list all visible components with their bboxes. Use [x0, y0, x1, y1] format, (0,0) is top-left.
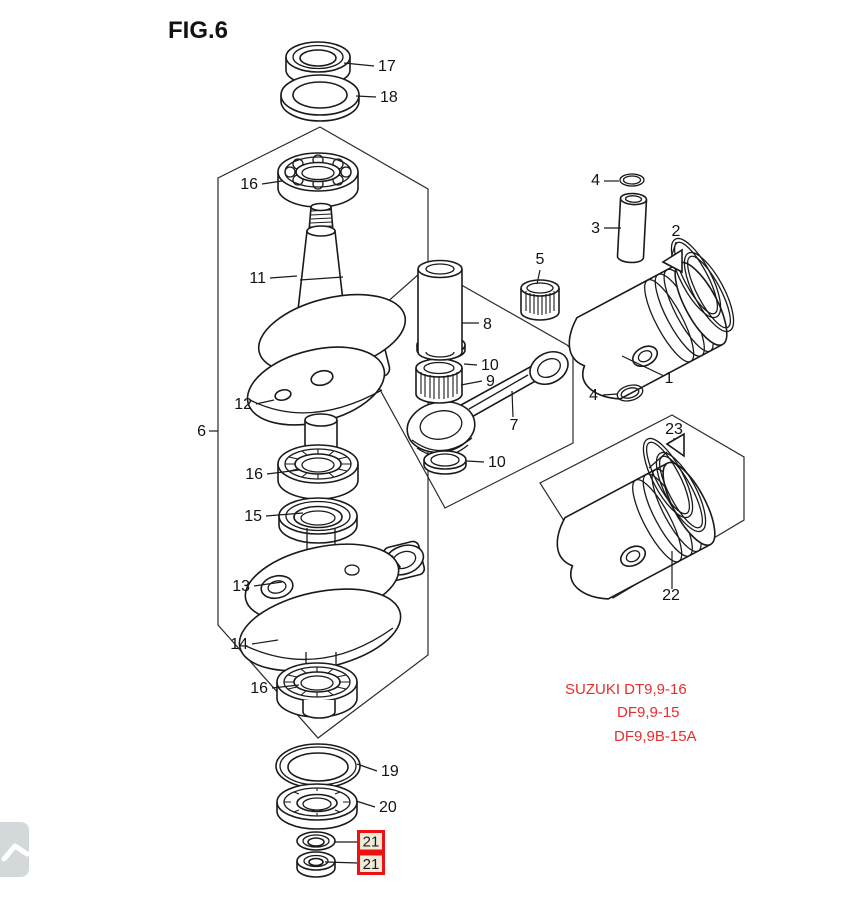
part-3-piston-pin-drawing	[616, 192, 648, 264]
leader-16a	[261, 180, 283, 185]
model-line-1: SUZUKI DT9,9-16	[565, 681, 687, 698]
part-4-circlip-lower-drawing	[616, 384, 644, 402]
part-labels: 17 18 16 11 12 6 16 15 13 14 16 19 20 4 …	[197, 58, 683, 816]
leader-16c	[271, 684, 300, 689]
part-label-11: 11	[249, 270, 266, 287]
part-label-18: 18	[380, 89, 398, 106]
pointer-flag-23	[665, 432, 685, 458]
part-label-7: 7	[510, 417, 519, 434]
part-12-crank-web-drawing	[246, 293, 407, 459]
highlight-box-21-upper[interactable]: 21	[357, 830, 385, 853]
part-label-12: 12	[234, 396, 252, 413]
part-label-22: 22	[662, 587, 680, 604]
part-2-piston-rings-drawing	[670, 237, 735, 333]
part-10-washer-lower-drawing	[423, 450, 467, 475]
part-16-middle-bearing-drawing	[277, 444, 359, 500]
figure-title: FIG.6	[168, 17, 228, 44]
part-label-21a[interactable]: 21	[363, 834, 380, 851]
part-label-17: 17	[378, 58, 396, 75]
part-label-16a: 16	[240, 176, 258, 193]
leader-23-tail	[648, 451, 668, 469]
part-14-crank-web-drawing	[238, 588, 402, 672]
leader-18	[355, 95, 377, 98]
part-4-circlip-upper-drawing	[619, 173, 645, 187]
leader-13	[253, 581, 283, 587]
part-21-seal-lower-drawing	[296, 851, 336, 878]
part-15-bearing-ring-drawing	[278, 497, 358, 544]
part-9-needle-cage-drawing	[415, 358, 463, 404]
leader-5	[536, 269, 541, 285]
leader-12	[255, 399, 275, 405]
part-label-8: 8	[483, 316, 492, 333]
leader-lines	[209, 62, 685, 864]
model-line-2: DF9,9-15	[617, 704, 680, 721]
pointer-flag-2	[661, 248, 683, 274]
leader-11	[269, 275, 298, 279]
highlight-box-21-lower[interactable]: 21	[357, 852, 385, 875]
leader-10a	[463, 363, 478, 366]
part-18-washer-drawing	[280, 74, 360, 122]
part-label-21b[interactable]: 21	[363, 856, 380, 873]
part-label-15: 15	[244, 508, 262, 525]
part-label-3: 3	[591, 220, 600, 237]
part-label-9: 9	[486, 373, 495, 390]
crankshaft-group-box	[217, 126, 429, 739]
part-16-upper-bearing-drawing	[277, 152, 359, 208]
part-label-14: 14	[230, 636, 248, 653]
part-20-bearing-drawing	[276, 783, 358, 830]
leader-20	[355, 800, 376, 808]
leader-1	[621, 355, 665, 377]
part-21-seal-upper-drawing	[296, 831, 336, 851]
part-7-connecting-rod-drawing	[406, 350, 569, 457]
part-label-23: 23	[665, 421, 683, 438]
part-16-lower-bearing-drawing	[276, 662, 358, 719]
part-8-sleeve-drawing	[417, 259, 463, 361]
part-5-needle-bearing-drawing	[520, 279, 560, 321]
part-label-4a: 4	[591, 172, 600, 189]
leader-16b	[266, 469, 300, 475]
part-label-16b: 16	[245, 466, 263, 483]
leader-4b	[602, 393, 618, 396]
leader-14	[251, 639, 279, 645]
part-label-13: 13	[232, 578, 250, 595]
part-label-10a: 10	[481, 357, 499, 374]
part-label-6: 6	[197, 423, 206, 440]
leader-19	[356, 763, 378, 772]
part-label-16c: 16	[250, 680, 268, 697]
leader-7	[511, 390, 514, 418]
part-label-10b: 10	[488, 454, 506, 471]
collapse-button[interactable]	[0, 822, 29, 877]
leader-10b	[466, 460, 485, 463]
model-line-3: DF9,9B-15A	[614, 728, 697, 745]
part-label-20: 20	[379, 799, 397, 816]
chevron-up-icon	[1, 843, 29, 862]
leader-15	[265, 512, 304, 517]
leader-21b	[324, 861, 359, 864]
model-applicability-text: SUZUKI DT9,9-16 DF9,9-15 DF9,9B-15A	[565, 681, 697, 745]
part-label-19: 19	[381, 763, 399, 780]
part-22-piston-kit-drawing	[556, 461, 716, 600]
leader-2	[670, 241, 677, 259]
part-19-gasket-ring-drawing	[275, 743, 361, 789]
part-11-crankshaft-upper-drawing	[297, 202, 345, 311]
part-label-1: 1	[665, 370, 674, 387]
leader-9	[460, 380, 483, 386]
leader-17	[343, 62, 375, 67]
part-label-5: 5	[536, 251, 545, 268]
part-label-4b: 4	[589, 387, 598, 404]
part-label-2: 2	[672, 223, 681, 240]
